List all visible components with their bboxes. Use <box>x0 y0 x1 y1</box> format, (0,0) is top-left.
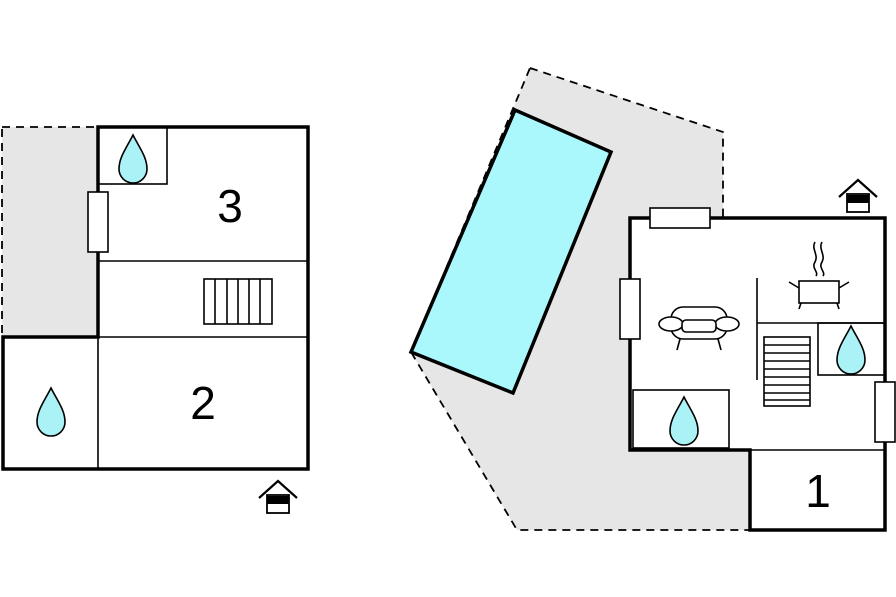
room-number-2: 2 <box>190 377 216 429</box>
window-icon <box>649 207 711 229</box>
water-drop-icon <box>36 387 66 437</box>
house-entrance-icon <box>837 178 879 214</box>
stairs-icon <box>763 336 811 407</box>
water-drop-icon <box>669 396 699 446</box>
water-drop-icon <box>836 325 866 375</box>
right-area: 1 <box>408 66 896 532</box>
swimming-pool <box>408 107 614 396</box>
room-number-1: 1 <box>805 465 831 517</box>
sofa-icon <box>658 306 740 351</box>
window-icon <box>87 191 109 253</box>
room-number-3: 3 <box>217 180 243 232</box>
bathroom-upper <box>97 126 168 185</box>
left-building: 3 2 <box>1 125 310 515</box>
bathroom-right <box>817 322 886 376</box>
right-building-walls <box>628 216 887 532</box>
bathroom-lower <box>632 389 730 449</box>
cooking-pot-icon <box>788 241 850 310</box>
outdoor-terrace-left <box>1 126 99 338</box>
house-entrance-icon <box>257 479 299 515</box>
window-icon <box>874 381 896 443</box>
window-icon <box>619 278 641 340</box>
water-drop-icon <box>118 134 148 184</box>
stairs-icon <box>203 278 273 325</box>
